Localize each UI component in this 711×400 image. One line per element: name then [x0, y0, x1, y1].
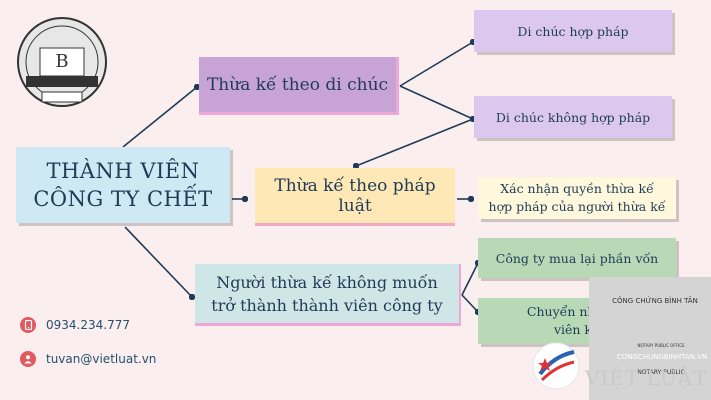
- notary-seal-icon: B: [17, 17, 107, 107]
- seal-sub-text: NOTARY PUBLIC OFFICE: [637, 343, 685, 348]
- vietluat-wordmark: VIỆT LUẬT: [585, 366, 708, 390]
- email-address: tuvan@vietluat.vn: [46, 352, 157, 366]
- vietluat-logo-icon: [532, 342, 580, 390]
- connector-root-will: [122, 83, 201, 148]
- leaf-legal-will: Di chúc hợp pháp: [474, 10, 672, 52]
- leaf-illegal-will-label: Di chúc không hợp pháp: [495, 109, 651, 125]
- connector-will-leaf1: [399, 38, 477, 87]
- connector-will-leaf2: [399, 85, 477, 123]
- branch-heir-line-2: trở thành thành viên công ty: [211, 295, 443, 315]
- contact-email[interactable]: tuvan@vietluat.vn: [20, 351, 156, 367]
- leaf-illegal-will: Di chúc không hợp pháp: [474, 96, 672, 138]
- branch-law: Thừa kế theo pháp luật: [255, 168, 455, 226]
- phone-icon: [20, 317, 36, 333]
- seal-background: [589, 277, 711, 400]
- branch-will-label: Thừa kế theo di chúc: [206, 74, 389, 95]
- root-line-2: CÔNG TY CHẾT: [33, 187, 213, 211]
- leaf-legal-will-label: Di chúc hợp pháp: [517, 23, 629, 39]
- leaf-confirm-heir-line-1: Xác nhận quyền thừa kế: [500, 181, 654, 196]
- seal-top-text: CÔNG CHỨNG BÌNH TÂN: [612, 297, 698, 305]
- branch-law-label: Thừa kế theo pháp luật: [274, 175, 436, 216]
- connector-leaf2-law: [352, 118, 474, 170]
- leaf-company-buyback: Công ty mua lại phần vốn: [478, 238, 676, 278]
- leaf-confirm-heir-line-2: hợp pháp của người thừa kế: [488, 199, 666, 214]
- connector-root-heir: [124, 226, 196, 301]
- branch-heir-line-1: Người thừa kế không muốn: [216, 272, 438, 292]
- user-icon: [20, 351, 36, 367]
- leaf-company-buyback-label: Công ty mua lại phần vốn: [495, 250, 659, 266]
- branch-will: Thừa kế theo di chúc: [199, 57, 399, 115]
- phone-number: 0934.234.777: [46, 318, 130, 332]
- connector-heir-leaf5: [461, 294, 482, 316]
- root-node: THÀNH VIÊN CÔNG TY CHẾT: [16, 147, 230, 223]
- seal-bottom-text: NOTARY PUBLIC: [637, 369, 685, 376]
- root-line-1: THÀNH VIÊN: [46, 159, 200, 183]
- leaf-confirm-heir: Xác nhận quyền thừa kế hợp pháp của ngườ…: [478, 177, 676, 219]
- seal-domain-text: CONGCHUNGBINHTAN.VN: [616, 353, 708, 361]
- connector-heir-leaf4: [461, 259, 482, 296]
- svg-text:B: B: [55, 51, 68, 72]
- contact-phone[interactable]: 0934.234.777: [20, 317, 130, 333]
- leaf-transfer-line-2: viên kh: [553, 322, 601, 337]
- branch-heir: Người thừa kế không muốn trở thành thành…: [195, 264, 461, 326]
